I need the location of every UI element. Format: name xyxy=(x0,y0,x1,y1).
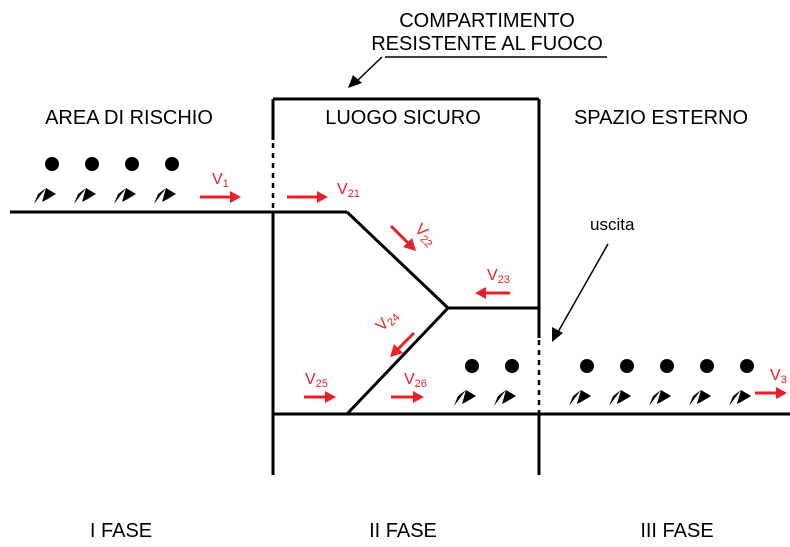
velocity-label-v25: V25 xyxy=(305,371,328,390)
velocity-label-v1: V1 xyxy=(212,171,229,190)
phase-1-label: I FASE xyxy=(90,520,152,542)
person-figure xyxy=(494,359,519,406)
person-figure xyxy=(649,359,674,406)
arrow-v23 xyxy=(475,287,510,299)
arrow-v1 xyxy=(200,191,241,203)
diagonal-path-down xyxy=(345,210,450,310)
person-figure xyxy=(154,157,179,204)
person-figure xyxy=(74,157,99,204)
risk-area-label: AREA DI RISCHIO xyxy=(45,107,213,129)
arrow-v24 xyxy=(390,331,416,357)
title-pointer-line xyxy=(357,56,383,81)
arrow-v22 xyxy=(389,224,416,251)
person-figure xyxy=(114,157,139,204)
arrow-v25 xyxy=(304,391,336,403)
person-figure xyxy=(689,359,714,406)
title-pointer-arrowhead xyxy=(348,75,362,88)
person-figure xyxy=(34,157,59,204)
velocity-label-v23: V23 xyxy=(487,267,510,286)
person-figure xyxy=(729,359,754,406)
safe-place-label: LUOGO SICURO xyxy=(325,107,481,129)
velocity-label-v3: V3 xyxy=(770,367,787,386)
velocity-label-v24: V24 xyxy=(373,307,403,337)
phase-3-label: III FASE xyxy=(640,520,713,542)
exit-pointer-arrowhead xyxy=(552,327,563,342)
compartment-title-line2: RESISTENTE AL FUOCO xyxy=(371,33,603,55)
person-figure xyxy=(569,359,594,406)
arrow-v21 xyxy=(287,191,328,203)
exit-label: uscita xyxy=(590,215,635,234)
arrow-v3 xyxy=(755,387,787,399)
velocity-label-v26: V26 xyxy=(404,371,427,390)
arrow-v26 xyxy=(391,391,424,403)
exit-pointer-line xyxy=(557,243,609,333)
velocity-label-v21: V21 xyxy=(337,181,360,200)
person-figure xyxy=(609,359,634,406)
diagonal-path-up xyxy=(345,306,450,416)
person-figure xyxy=(454,359,479,406)
phase-2-label: II FASE xyxy=(369,520,437,542)
compartment-title-line1: COMPARTIMENTO xyxy=(399,10,575,32)
external-space-label: SPAZIO ESTERNO xyxy=(574,107,748,129)
